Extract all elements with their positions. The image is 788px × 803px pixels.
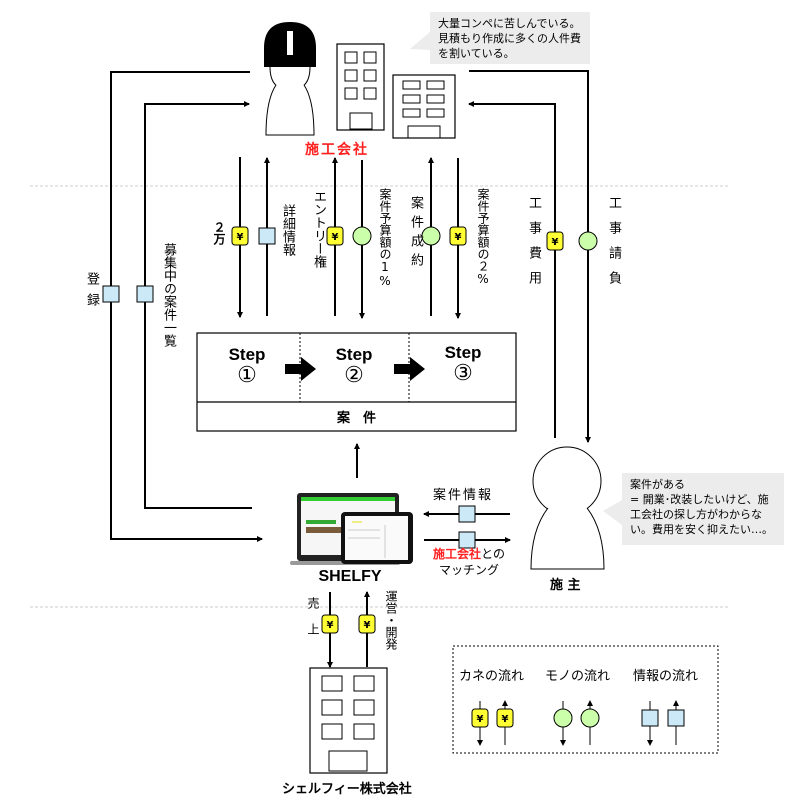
step-1: Step ①	[217, 345, 277, 387]
legend-box	[452, 645, 719, 754]
flow-label-budget-2pct: 案件予算額の２%	[476, 188, 490, 286]
flow-label-fee: ２万	[212, 221, 226, 245]
step-3-label: Step	[444, 343, 482, 362]
yen-icon: ¥	[455, 232, 462, 243]
legend-info-marker	[667, 709, 685, 727]
step-2-label: Step	[335, 345, 373, 364]
flow-label-deal-closed: 案件成約	[408, 196, 423, 272]
flow-budget-2pct-money-marker	[449, 226, 467, 246]
step-1-label: Step	[228, 345, 266, 364]
flow-label-sales: 売上	[306, 597, 320, 649]
contractor-speech-bubble: 大量コンペに苦しんでいる。見積もり作成に多くの人件費を割いている。	[430, 12, 590, 64]
contractor-label: 施工会社	[305, 142, 369, 158]
flow-project-info-info-marker	[458, 505, 476, 523]
step-3-number: ③	[453, 360, 473, 385]
building-icon	[309, 667, 388, 774]
flow-register-info-marker	[102, 285, 120, 303]
shelfy-label: SHELFY	[318, 568, 382, 585]
legend-goods-marker	[553, 708, 573, 728]
step-arrow-icon	[394, 357, 425, 381]
yen-icon: ¥	[502, 714, 509, 725]
yen-icon: ¥	[364, 620, 371, 631]
project-footer-label: 案 件	[336, 411, 376, 426]
yen-icon: ¥	[552, 237, 559, 248]
flow-label-operation-dev: 運営・開発	[384, 590, 398, 650]
step-2-number: ②	[344, 362, 364, 387]
owner-label: 施 主	[550, 578, 581, 593]
devices-screenshot-icon	[290, 493, 413, 565]
owner-bubble-rest: = 開業･改装したいけど、施工会社の探し方がわからない。費用を安く抑えたい…。	[630, 493, 773, 536]
flow-fee-20k-money-marker	[231, 226, 249, 246]
flow-line-recruiting-list	[144, 101, 252, 509]
speech-bubble-tail	[410, 32, 430, 50]
legend-goods-label: モノの流れ	[545, 669, 611, 684]
legend-money-marker	[496, 708, 514, 728]
flow-label-details: 詳細情報	[280, 204, 295, 256]
flow-recruiting-list-info-marker	[136, 285, 154, 303]
step-3: Step ③	[433, 343, 493, 385]
flow-operation-dev-money-marker	[358, 614, 376, 634]
building-icon	[336, 43, 385, 131]
flow-line-construction-contract	[469, 70, 591, 443]
flow-details-info-marker	[258, 227, 276, 245]
speech-bubble-tail	[603, 500, 622, 525]
legend-money-marker	[471, 708, 489, 728]
flow-entry-right-money-marker	[326, 226, 344, 246]
matching-line2: マッチング	[438, 563, 499, 577]
step-1-number: ①	[237, 362, 257, 387]
flow-deal-closed-goods-marker	[421, 226, 441, 246]
yen-icon: ¥	[332, 232, 339, 243]
flow-sales-money-marker	[321, 614, 339, 634]
yen-icon: ¥	[237, 232, 244, 243]
flow-label-recruiting-list: 募集中の案件一覧	[161, 243, 176, 347]
flow-label-entry-right: エントリー権	[311, 190, 326, 268]
flow-label-budget-1pct: 案件予算額の1%	[378, 188, 392, 288]
matching-suffix-text: との	[481, 547, 505, 561]
flow-budget-1pct-goods-marker	[352, 226, 372, 246]
legend-info-marker	[641, 709, 659, 727]
person-icon	[530, 446, 605, 570]
owner-speech-bubble: 案件がある = 開業･改装したいけど、施工会社の探し方がわからない。費用を安く抑…	[622, 473, 784, 545]
flow-label-register: 登録	[84, 272, 99, 314]
legend-money-label: カネの流れ	[459, 669, 525, 684]
flow-label-matching: 施工会社との マッチング	[427, 546, 511, 578]
step-2: Step ②	[324, 345, 384, 387]
flow-line-register	[110, 71, 263, 542]
company-label: シェルフィー株式会社	[282, 782, 412, 797]
step-arrow-icon	[285, 357, 316, 381]
flow-project-info-info-marker	[458, 531, 476, 549]
legend-info-label: 情報の流れ	[633, 669, 699, 684]
owner-bubble-line1: 案件がある	[630, 478, 685, 491]
flow-line-construction-cost	[468, 101, 556, 438]
matching-contractor-text: 施工会社	[433, 547, 482, 561]
flow-label-construction-cost: 工事費用	[526, 196, 541, 296]
building-icon	[392, 74, 456, 139]
legend-goods-marker	[580, 708, 600, 728]
flow-construction-contract-goods-marker	[578, 231, 598, 251]
project-box	[196, 332, 517, 432]
yen-icon: ¥	[477, 714, 484, 725]
worker-helmet-icon	[264, 22, 316, 136]
flow-construction-cost-money-marker	[546, 231, 564, 251]
flow-label-project-info: 案件情報	[433, 488, 494, 503]
yen-icon: ¥	[327, 620, 334, 631]
flow-label-construction-contract: 工事請負	[606, 196, 621, 296]
